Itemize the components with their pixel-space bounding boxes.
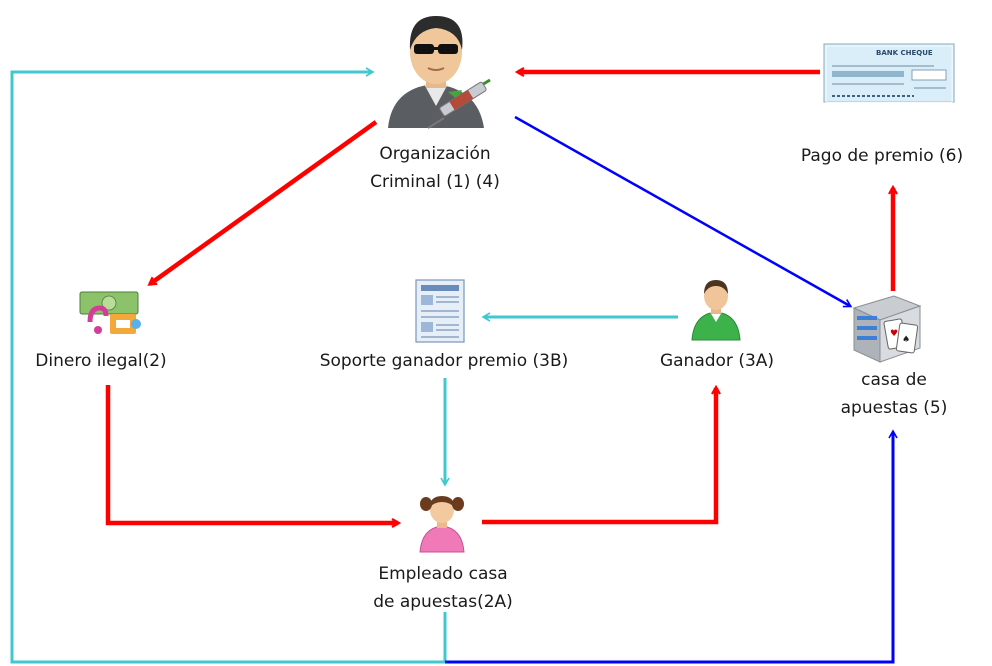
arrow-organization-to-money [150,120,378,284]
betting-house-label-line1: casa de [861,370,927,390]
arrow-bottom-to-betting-house [445,429,898,664]
arrow-employee-to-winner [482,388,716,525]
arrow-employee-to-organization [10,67,447,664]
casino-server-icon: ♥ ♠ [852,295,922,363]
user-icon [691,280,741,341]
employee-label-line2: de apuestas(2A) [373,592,513,612]
criminal-person-icon [388,16,491,129]
employee-label-line1: Empleado casa [378,564,508,584]
organization-label: Organización Criminal (1) (4) [360,140,510,196]
organization-label-line2: Criminal (1) (4) [370,172,500,192]
betting-house-label-line2: apuestas (5) [840,398,948,418]
female-user-icon [419,496,465,553]
svg-text:♥: ♥ [890,329,898,339]
document-icon [415,279,465,343]
winner-label: Ganador (3A) [659,351,775,371]
illegal-money-label: Dinero ilegal(2) [35,351,167,371]
cheque-title: BANK CHEQUE [876,49,933,57]
arrow-money-to-employee [105,385,398,523]
svg-text:♠: ♠ [902,335,910,345]
payment-label: Pago de premio (6) [800,146,964,166]
bank-cheque-icon: BANK CHEQUE [823,43,955,103]
organization-label-line1: Organización [379,144,491,164]
arrow-organization-to-betting-house [514,115,853,308]
winning-receipt-label: Soporte ganador premio (3B) [319,351,569,371]
betting-house-label: casa de apuestas (5) [820,366,968,422]
money-icon [79,291,141,334]
employee-label: Empleado casa de apuestas(2A) [352,560,534,616]
